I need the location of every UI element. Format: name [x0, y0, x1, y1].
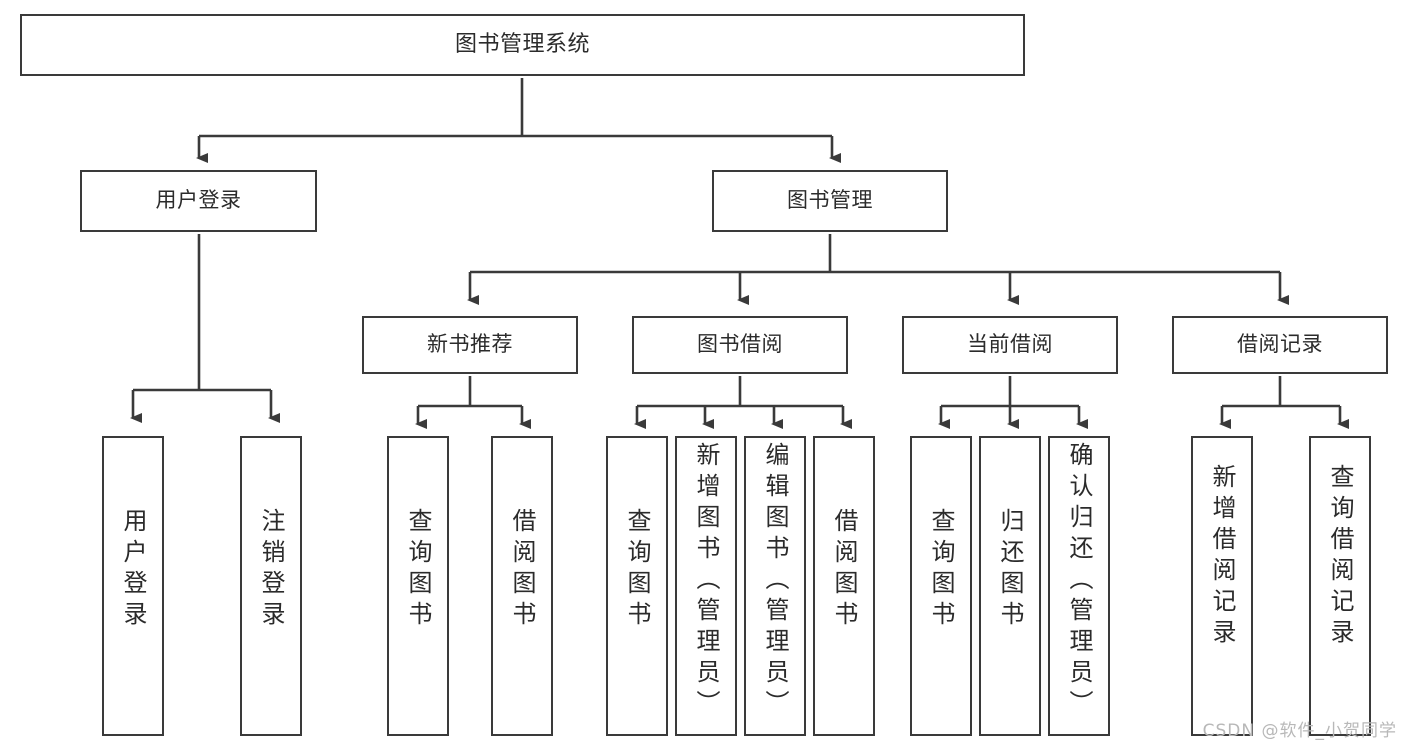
leaf-current-borrow-return-book[interactable]: 归还图书: [979, 436, 1041, 736]
node-label: 新增借阅记录: [1208, 464, 1236, 650]
node-label: 归还图书: [996, 508, 1024, 632]
node-label: 新增图书（管理员）: [692, 442, 720, 721]
leaf-book-borrow-add-book-admin[interactable]: 新增图书（管理员）: [675, 436, 737, 736]
leaf-current-borrow-confirm-return-admin[interactable]: 确认归还（管理员）: [1048, 436, 1110, 736]
node-label: 用户登录: [119, 508, 147, 632]
leaf-borrow-record-query-record[interactable]: 查询借阅记录: [1309, 436, 1371, 736]
leaf-user-login-signout[interactable]: 注销登录: [240, 436, 302, 736]
node-label: 借阅图书: [830, 508, 858, 632]
node-label: 图书管理系统: [454, 31, 590, 57]
leaf-book-borrow-query-book[interactable]: 查询图书: [606, 436, 668, 736]
node-book-management[interactable]: 图书管理: [712, 170, 948, 232]
node-label: 图书管理: [787, 188, 873, 213]
node-label: 查询图书: [623, 508, 651, 632]
node-label: 查询图书: [927, 508, 955, 632]
node-label: 借阅记录: [1237, 332, 1323, 357]
node-label: 查询借阅记录: [1326, 464, 1354, 650]
leaf-borrow-record-add-record[interactable]: 新增借阅记录: [1191, 436, 1253, 736]
leaf-new-book-borrow-book[interactable]: 借阅图书: [491, 436, 553, 736]
node-root-book-management-system[interactable]: 图书管理系统: [20, 14, 1025, 76]
leaf-current-borrow-query-book[interactable]: 查询图书: [910, 436, 972, 736]
node-label: 用户登录: [155, 188, 242, 213]
node-user-login[interactable]: 用户登录: [80, 170, 317, 232]
node-label: 注销登录: [257, 508, 285, 632]
leaf-new-book-query-book[interactable]: 查询图书: [387, 436, 449, 736]
node-label: 确认归还（管理员）: [1065, 442, 1093, 721]
node-current-borrow[interactable]: 当前借阅: [902, 316, 1118, 374]
node-label: 编辑图书（管理员）: [761, 442, 789, 721]
node-new-book-recommend[interactable]: 新书推荐: [362, 316, 578, 374]
node-label: 新书推荐: [427, 332, 513, 357]
leaf-book-borrow-borrow-book[interactable]: 借阅图书: [813, 436, 875, 736]
leaf-book-borrow-edit-book-admin[interactable]: 编辑图书（管理员）: [744, 436, 806, 736]
csdn-watermark: CSDN @软件_小贺同学: [1202, 721, 1397, 741]
node-label: 查询图书: [404, 508, 432, 632]
node-borrow-record[interactable]: 借阅记录: [1172, 316, 1388, 374]
leaf-user-login-signin[interactable]: 用户登录: [102, 436, 164, 736]
node-label: 借阅图书: [508, 508, 536, 632]
node-book-borrow[interactable]: 图书借阅: [632, 316, 848, 374]
node-label: 当前借阅: [967, 332, 1053, 357]
node-label: 图书借阅: [697, 332, 783, 357]
